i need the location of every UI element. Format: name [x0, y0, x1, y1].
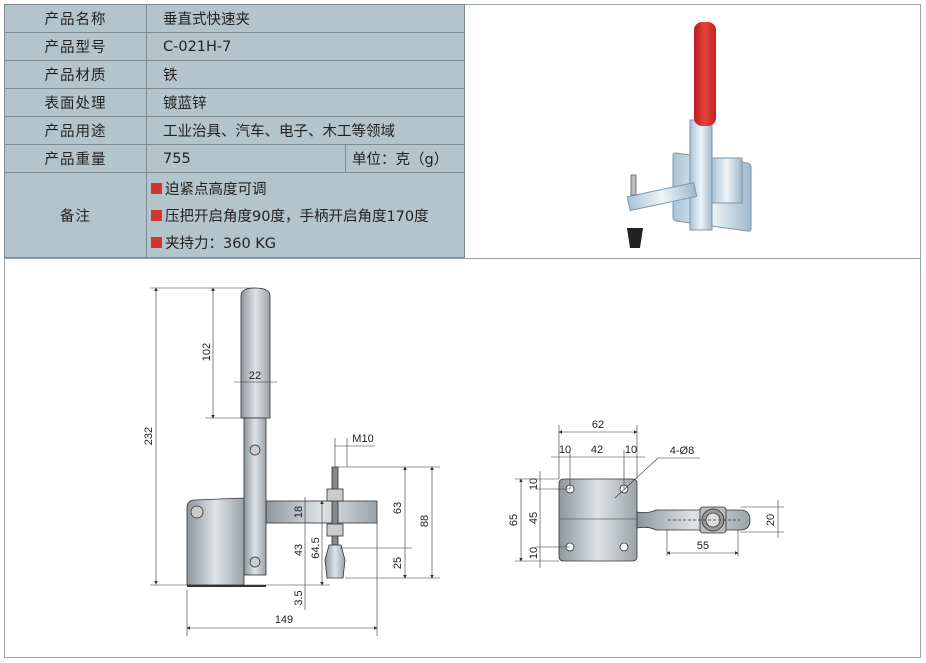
dim-18: 18 [293, 506, 305, 518]
dim-25: 25 [392, 557, 404, 569]
dim-43: 43 [293, 544, 305, 556]
spec-label: 表面处理 [4, 88, 147, 117]
dim-10-bottom: 10 [528, 547, 540, 559]
dim-45: 45 [528, 512, 540, 524]
top-view-dimensions [515, 425, 784, 568]
dim-20: 20 [765, 514, 777, 526]
top-view-drawing [558, 478, 751, 562]
note-text: 压把开启角度90度，手柄开启角度170度 [165, 208, 429, 225]
note-text: 夹持力：360 KG [165, 235, 277, 252]
notes-cell: 迫紧点高度可调 压把开启角度90度，手柄开启角度170度 夹持力：360 KG [146, 172, 465, 258]
dim-22: 22 [249, 370, 261, 382]
spec-value: 垂直式快速夹 [146, 4, 465, 33]
spec-value: 铁 [146, 60, 465, 89]
note-item: 夹持力：360 KG [147, 229, 464, 256]
table-row: 产品用途工业治具、汽车、电子、木工等领域 [4, 116, 465, 145]
notes-label: 备注 [4, 172, 147, 258]
spec-value: 755 [146, 144, 346, 173]
side-view-dimensions [150, 287, 440, 636]
dim-64-5: 64.5 [310, 537, 322, 558]
dim-102: 102 [201, 343, 213, 361]
dim-3-5: 3.5 [293, 590, 305, 605]
spec-label: 产品用途 [4, 116, 147, 145]
note-item: 迫紧点高度可调 [147, 175, 464, 202]
dim-65: 65 [508, 514, 520, 526]
red-handle [694, 22, 716, 126]
bullet-square-icon [151, 236, 162, 248]
product-photo [626, 22, 752, 248]
dim-232: 232 [143, 427, 155, 445]
dim-m10: M10 [352, 433, 373, 445]
dim-62: 62 [592, 419, 604, 431]
note-text: 迫紧点高度可调 [165, 181, 267, 198]
dim-42: 42 [591, 444, 603, 456]
bullet-square-icon [151, 182, 162, 194]
dim-10-top: 10 [528, 478, 540, 490]
dim-149: 149 [275, 614, 293, 626]
table-row: 备注 迫紧点高度可调 压把开启角度90度，手柄开启角度170度 夹持力：360 … [4, 172, 465, 258]
note-item: 压把开启角度90度，手柄开启角度170度 [147, 202, 464, 229]
side-view-drawing [186, 287, 378, 587]
bullet-square-icon [151, 209, 162, 221]
section-divider [4, 258, 921, 259]
dim-88: 88 [419, 515, 431, 527]
hole-spec: 4-Ø8 [670, 445, 694, 457]
dim-55: 55 [697, 540, 709, 552]
spec-value: C-021H-7 [146, 32, 465, 61]
dim-63: 63 [392, 502, 404, 514]
weight-unit: 单位：克（g） [345, 144, 465, 173]
table-row: 产品材质铁 [4, 60, 465, 89]
dim-10-right: 10 [625, 444, 637, 456]
table-row: 产品名称垂直式快速夹 [4, 4, 465, 33]
dim-10-left: 10 [559, 444, 571, 456]
